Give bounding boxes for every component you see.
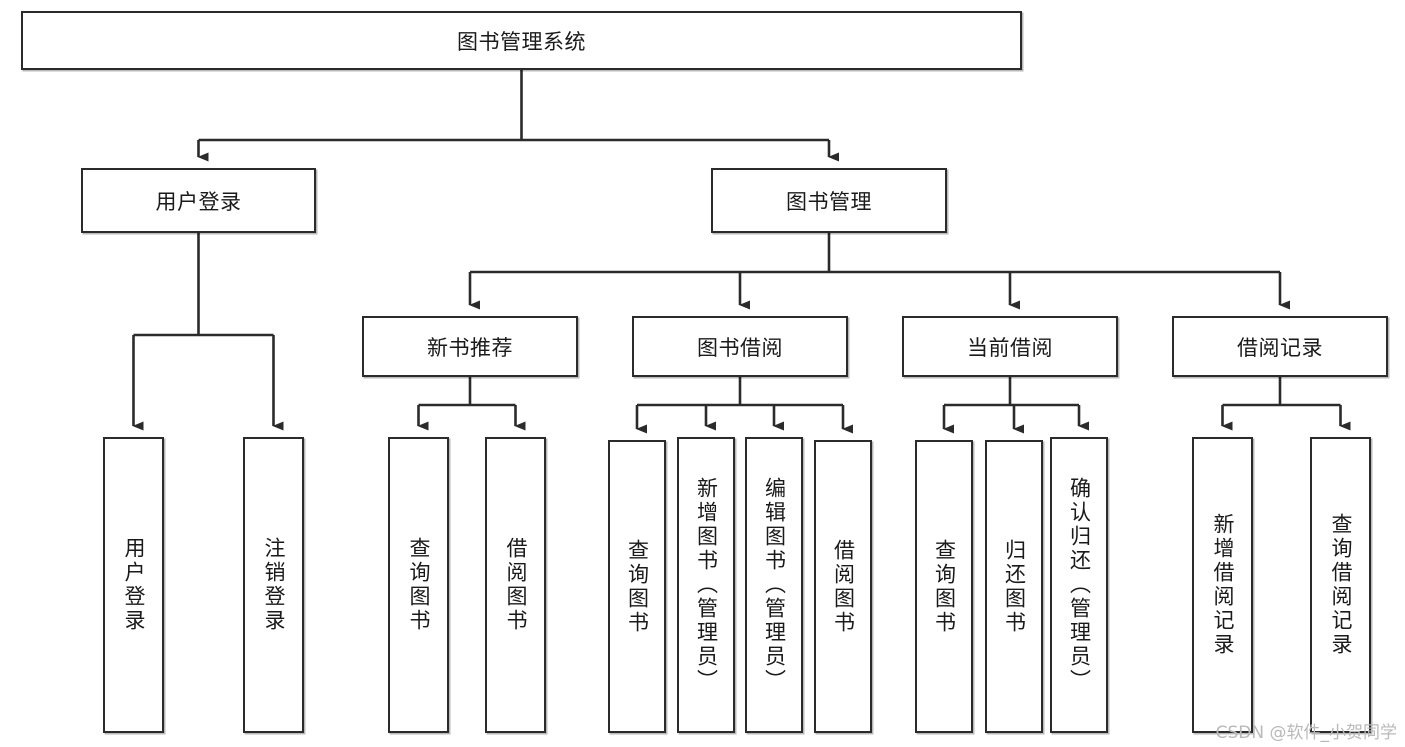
node-leaf-borrow-book-2[interactable]: 借阅图书 <box>814 440 872 733</box>
node-new-book-recommend[interactable]: 新书推荐 <box>362 316 578 377</box>
node-label: 新书推荐 <box>427 335 513 360</box>
node-label: 图书借阅 <box>697 335 783 360</box>
node-leaf-user-logout[interactable]: 注销登录 <box>243 437 304 733</box>
node-label: 借阅图书 <box>831 538 856 635</box>
node-label: 查询借阅记录 <box>1329 513 1353 657</box>
node-label: 注销登录 <box>262 537 286 633</box>
node-label: 查询图书 <box>932 538 957 635</box>
node-label: 图书管理 <box>786 189 872 214</box>
node-label: 编辑图书（管理员） <box>762 477 787 693</box>
node-label: 借阅图书 <box>504 537 528 633</box>
node-leaf-return-book[interactable]: 归还图书 <box>985 440 1043 733</box>
node-label: 查询图书 <box>407 537 431 633</box>
node-leaf-user-login[interactable]: 用户登录 <box>103 437 164 733</box>
node-leaf-query-record[interactable]: 查询借阅记录 <box>1310 437 1371 733</box>
node-leaf-borrow-book-1[interactable]: 借阅图书 <box>485 437 546 733</box>
node-label: 确认归还（管理员） <box>1067 477 1092 693</box>
node-leaf-query-book-3[interactable]: 查询图书 <box>915 440 973 733</box>
node-leaf-query-book-2[interactable]: 查询图书 <box>608 440 666 733</box>
node-label: 用户登录 <box>122 537 146 633</box>
node-root[interactable]: 图书管理系统 <box>21 11 1022 70</box>
node-label: 归还图书 <box>1002 538 1027 635</box>
node-label: 当前借阅 <box>967 335 1053 360</box>
node-label: 图书管理系统 <box>457 29 586 54</box>
node-label: 查询图书 <box>625 538 650 635</box>
node-leaf-add-record[interactable]: 新增借阅记录 <box>1192 437 1253 733</box>
node-label: 借阅记录 <box>1237 335 1323 360</box>
node-borrow-record[interactable]: 借阅记录 <box>1172 316 1388 377</box>
node-book-borrow[interactable]: 图书借阅 <box>632 316 848 377</box>
node-label: 新增借阅记录 <box>1211 513 1235 657</box>
node-leaf-add-book[interactable]: 新增图书（管理员） <box>677 437 735 733</box>
node-leaf-query-book-1[interactable]: 查询图书 <box>388 437 449 733</box>
node-label: 用户登录 <box>155 189 242 214</box>
node-user-login[interactable]: 用户登录 <box>81 168 316 233</box>
node-leaf-confirm-return[interactable]: 确认归还（管理员） <box>1050 437 1108 733</box>
node-current-borrow[interactable]: 当前借阅 <box>902 316 1118 377</box>
node-label: 新增图书（管理员） <box>694 477 719 693</box>
node-book-manage[interactable]: 图书管理 <box>711 168 947 233</box>
node-leaf-edit-book[interactable]: 编辑图书（管理员） <box>745 437 803 733</box>
